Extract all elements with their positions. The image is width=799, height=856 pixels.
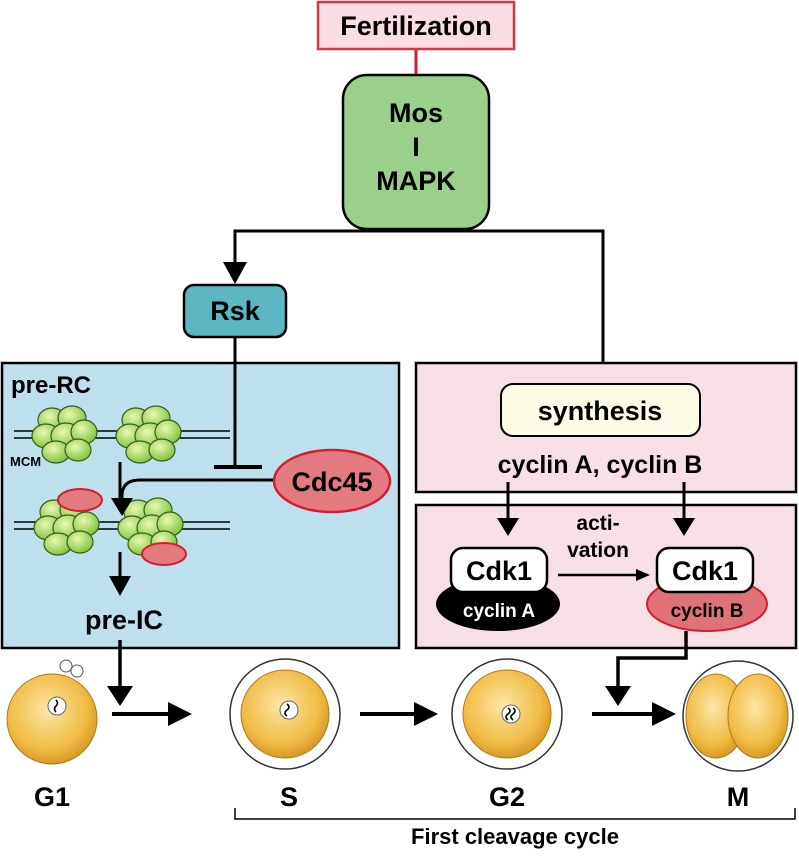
cyclins-label: cyclin A, cyclin B [498, 451, 703, 479]
m-egg-icon [682, 660, 794, 772]
g1-to-s-arrow [112, 702, 192, 726]
mapk-to-rsk-arrow [223, 262, 247, 284]
cyclin-b-arrow [673, 518, 695, 536]
pre-rc-label: pre-RC [11, 372, 91, 399]
cdk1-to-m-arrow [605, 631, 688, 706]
cdk1-cyclin-b-complex: Cdk1 cyclin B [646, 546, 768, 632]
cdk1-activation-panel: Cdk1 cyclin A acti- vation Cdk1 cyclin B [414, 482, 798, 650]
activation-label-2: vation [567, 539, 629, 562]
cdc45-loaded-icon [57, 488, 103, 512]
synthesis-panel: synthesis cyclin A, cyclin B [414, 361, 798, 494]
phase-g2-label: G2 [489, 782, 525, 812]
s-egg-icon [229, 658, 341, 770]
pre-ic-label: pre-IC [85, 605, 163, 635]
cyclin-a-label: cyclin A [463, 601, 535, 622]
cyclin-a-arrow [497, 518, 519, 536]
mos-mapk-node: Mos I MAPK [341, 73, 491, 231]
g1-egg-icon [6, 659, 98, 765]
mos-mapk-link: I [412, 132, 420, 162]
mos-label: Mos [389, 98, 443, 128]
rsk-node: Rsk [182, 283, 288, 339]
mcm-label: MCM [10, 454, 41, 469]
g2-egg-icon [451, 658, 563, 770]
fertilization-node: Fertilization [316, 0, 516, 51]
phase-m-label: M [727, 782, 750, 812]
cdc45-node: Cdc45 [272, 448, 392, 514]
cdk1-b-label: Cdk1 [672, 556, 738, 586]
phase-s-label: S [280, 782, 298, 812]
activation-label-1: acti- [576, 512, 619, 535]
rsk-label: Rsk [210, 296, 261, 326]
cdk1-a-label: Cdk1 [466, 556, 532, 586]
cdk1-cyclin-a-complex: Cdk1 cyclin A [436, 546, 560, 631]
mcm-complex-icon [31, 405, 98, 464]
cdc45-loading-arrow [111, 478, 273, 516]
pre-ic-to-s-arrow [107, 640, 133, 706]
mapk-label: MAPK [376, 166, 456, 196]
first-cleavage-bracket: First cleavage cycle [234, 808, 796, 849]
fertilization-label: Fertilization [340, 11, 492, 41]
g2-to-m-arrow [592, 702, 676, 726]
cdc45-loaded-icon [141, 542, 187, 566]
mcm-complex-icon [33, 497, 100, 556]
cycle-label: First cleavage cycle [411, 824, 619, 849]
s-to-g2-arrow [360, 702, 438, 726]
cdc45-label: Cdc45 [291, 467, 372, 497]
mcm-complex-icon [115, 405, 182, 464]
rsk-inhibits-cdc45 [214, 338, 262, 469]
phase-g1-label: G1 [34, 782, 70, 812]
activation-arrow: acti- vation [558, 512, 650, 581]
mcm-complex-icon [117, 497, 184, 556]
synthesis-label: synthesis [538, 396, 663, 426]
cyclin-b-label: cyclin B [671, 601, 744, 622]
